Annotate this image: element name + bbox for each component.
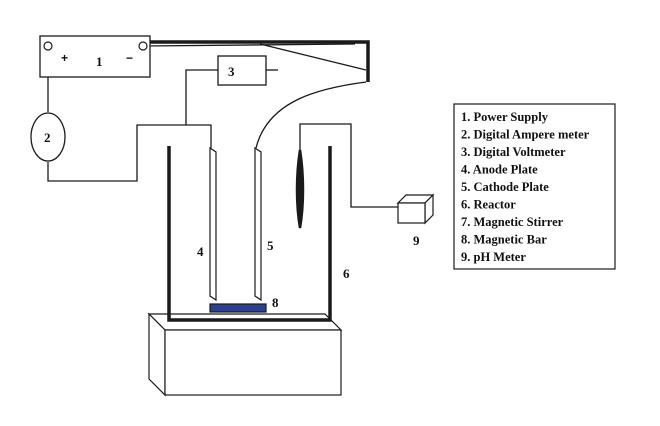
power-supply-label: 1 [96,54,103,69]
ph-probe-body [295,149,305,229]
legend-item-7: 7. Magnetic Stirrer [461,215,564,229]
wire-ammeter-to-anode [47,124,212,182]
reactor: 6 [167,146,350,322]
voltmeter: 3 [217,55,267,86]
ampere-meter-label: 2 [44,130,51,145]
legend-box [453,103,616,270]
wire-voltmeter-left [185,69,218,125]
magnetic-stirrer [147,312,343,397]
cathode-plate-label: 5 [267,238,274,253]
ampere-meter-circle [30,112,66,162]
cathode-curved-lead [255,81,367,149]
legend: 1. Power Supply 2. Digital Ampere meter … [453,103,616,270]
anode-plate-shape [209,146,217,302]
power-supply-box [39,35,151,78]
voltmeter-box [217,55,267,86]
power-supply: + 1 − [39,35,151,78]
positive-terminal [43,41,53,51]
cathode-plate: 5 [254,146,274,302]
negative-sign: − [126,51,133,65]
reactor-label: 6 [343,266,350,281]
legend-item-4: 4. Anode Plate [461,163,538,177]
legend-item-1: 1. Power Supply [461,110,549,124]
legend-item-3: 3. Digital Voltmeter [461,145,566,159]
top-bar-diagonal-inner [259,43,367,71]
legend-item-9: 9. pH Meter [461,250,526,264]
magnetic-bar-label: 8 [272,295,279,310]
magnetic-bar: 8 [209,295,279,313]
anode-plate-label: 4 [197,244,204,259]
cathode-plate-shape [254,146,262,302]
top-bar [140,40,370,82]
legend-item-8: 8. Magnetic Bar [461,233,547,247]
ph-probe [295,149,305,229]
ph-meter-label: 9 [413,233,420,248]
legend-item-6: 6. Reactor [461,198,516,212]
positive-sign: + [61,51,68,65]
ampere-meter: 2 [30,112,66,162]
legend-item-2: 2. Digital Ampere meter [461,128,590,142]
negative-terminal [138,41,148,51]
voltmeter-label: 3 [228,64,235,79]
ph-meter: 9 [396,193,435,248]
wire-negative-to-top-bar [144,43,356,47]
wire-ph-probe [299,123,398,208]
stirrer-top-face [147,313,343,331]
magnetic-bar-shape [209,303,267,313]
stirrer-front-face [164,329,342,396]
legend-item-5: 5. Cathode Plate [461,180,549,194]
reactor-vessel [167,146,332,322]
cathode-connector [140,40,370,149]
anode-plate: 4 [197,146,217,302]
ph-meter-front-face [397,202,426,224]
